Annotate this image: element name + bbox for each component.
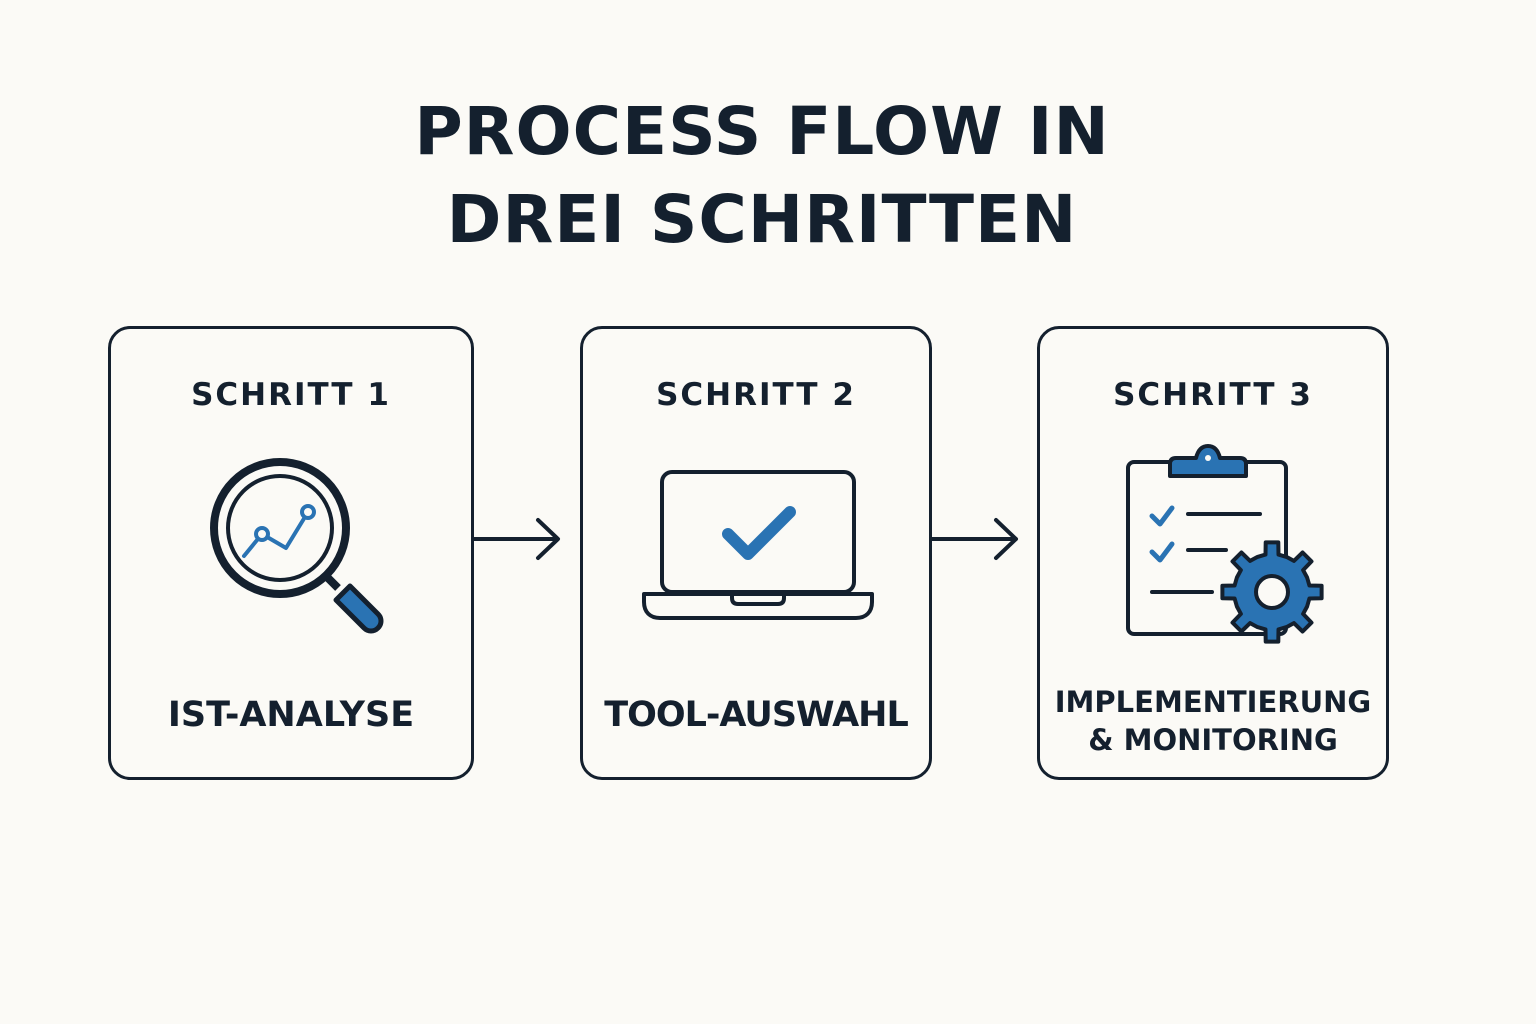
magnifier-chart-icon: [210, 458, 384, 634]
step-1-label: SCHRITT 1: [191, 377, 391, 413]
title-line-1: PROCESS FLOW IN: [414, 93, 1110, 170]
clipboard-gear-icon: [1126, 444, 1324, 644]
step-3-name-line-1: IMPLEMENTIERUNG: [1054, 685, 1372, 719]
arrow-right-icon: [474, 518, 560, 560]
step-2-label: SCHRITT 2: [656, 377, 856, 413]
step-1-name: IST-ANALYSE: [167, 695, 415, 735]
title-line-2: DREI SCHRITTEN: [446, 181, 1078, 258]
step-card-1: SCHRITT 1 IST-ANALYSE: [108, 326, 474, 780]
step-3-label: SCHRITT 3: [1113, 377, 1313, 413]
step-card-3: SCHRITT 3 IMPLEMENTIERUNG & MONITORING: [1037, 326, 1389, 780]
arrow-right-icon: [932, 518, 1018, 560]
laptop-check-icon: [642, 470, 874, 620]
step-3-name-line-2: & MONITORING: [1088, 723, 1338, 757]
diagram-title: PROCESS FLOW IN DREI SCHRITTEN: [0, 88, 1536, 264]
step-3-name: IMPLEMENTIERUNG & MONITORING: [1040, 683, 1386, 759]
step-2-name: TOOL-AUSWAHL: [604, 695, 909, 735]
gear-icon: [1220, 540, 1324, 644]
